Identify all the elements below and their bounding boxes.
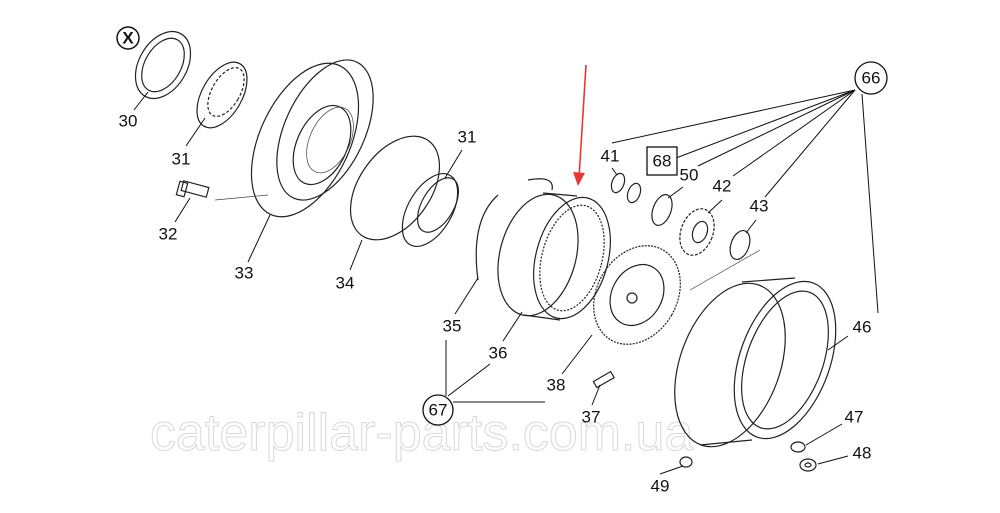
part-31-bearing-b (401, 173, 460, 247)
callout-x: X (122, 28, 134, 47)
part-48-plug (799, 458, 817, 472)
callout-35: 35 (443, 316, 462, 335)
part-32-stud (175, 180, 210, 198)
callout-49: 49 (651, 476, 670, 495)
callout-67-circle (422, 394, 454, 426)
part-37-bolt (592, 370, 615, 389)
callout-33: 33 (235, 263, 254, 282)
callout-66: 66 (862, 68, 881, 87)
part-41-washers (610, 172, 642, 204)
part-46-housing (674, 249, 837, 448)
part-38-carrier (593, 245, 681, 345)
callout-43: 43 (750, 196, 769, 215)
callout-x-circle (116, 26, 140, 50)
part-36-ring-gear (497, 192, 611, 321)
highlight-arrow (573, 64, 587, 186)
callout-66-circle (854, 61, 888, 95)
part-33-hub (214, 59, 374, 218)
callout-31: 31 (172, 149, 191, 168)
part-47-washer (790, 441, 806, 453)
callouts: X 30 31 32 33 34 31 35 36 67 38 37 41 68… (116, 26, 888, 495)
callout-68-box (646, 146, 678, 176)
callout-36: 36 (489, 343, 508, 362)
callout-47: 47 (845, 407, 864, 426)
callout-34: 34 (336, 273, 355, 292)
leader-lines (133, 89, 879, 475)
callout-42: 42 (713, 176, 732, 195)
part-34-o-ring (349, 135, 441, 241)
part-31-bearing (196, 61, 248, 129)
callout-41: 41 (601, 146, 620, 165)
callout-30: 30 (119, 111, 138, 130)
watermark: caterpillar-parts.com.ua (150, 404, 693, 462)
part-43-bearing (729, 229, 751, 261)
callout-68: 68 (653, 151, 672, 170)
callout-37: 37 (582, 407, 601, 426)
callout-50: 50 (680, 165, 699, 184)
callout-32: 32 (159, 224, 178, 243)
callout-48: 48 (853, 443, 872, 462)
part-35-snap-ring (475, 178, 553, 281)
part-42-planet-gear (679, 208, 715, 256)
callout-67: 67 (429, 400, 448, 419)
callout-38: 38 (547, 375, 566, 394)
callout-31-b: 31 (458, 127, 477, 146)
callout-46: 46 (853, 317, 872, 336)
part-49-plug (679, 456, 693, 468)
part-50-bearing (651, 194, 673, 226)
part-30-seal (134, 30, 192, 100)
